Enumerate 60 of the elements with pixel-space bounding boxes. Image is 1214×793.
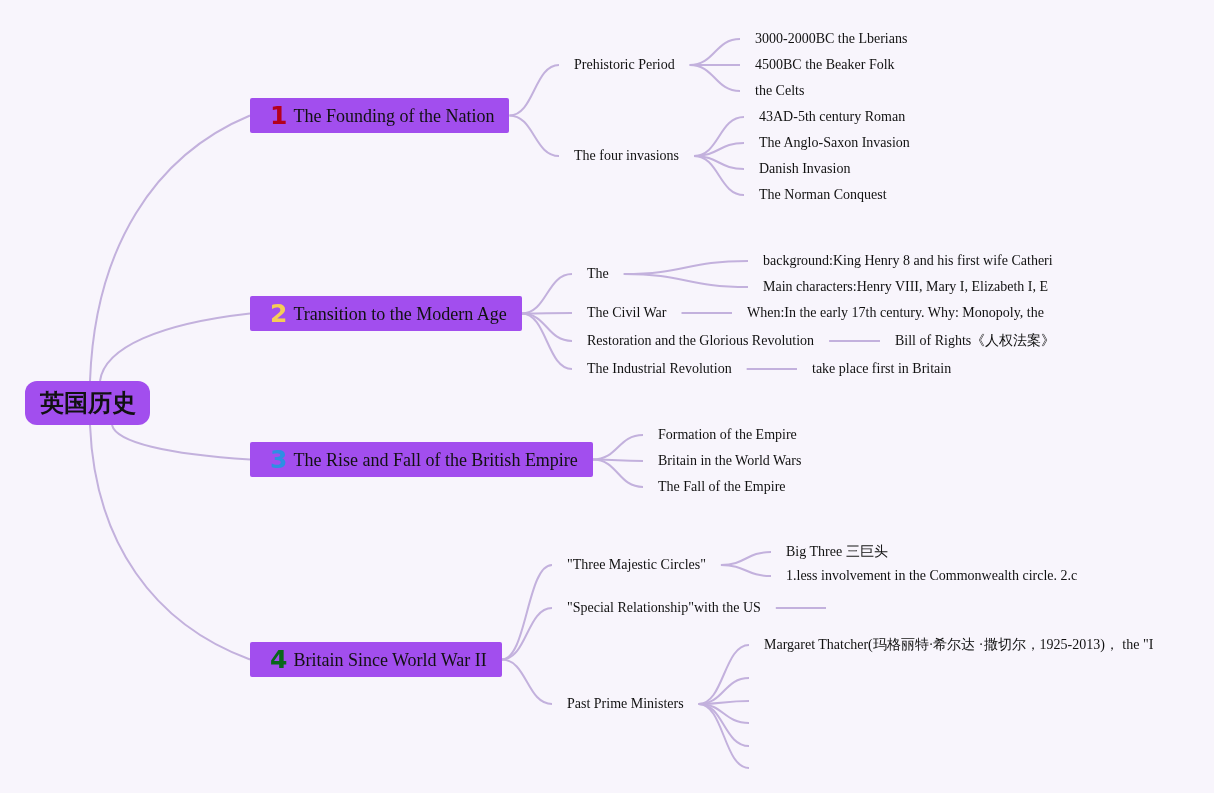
subtopic-label: take place first in Britain (797, 362, 967, 376)
branch-box (250, 642, 502, 677)
branch-line (828, 340, 881, 342)
branch-line (697, 703, 750, 769)
branch-line (520, 312, 573, 370)
subtopic-label: Big Three 三巨头 (771, 545, 903, 559)
subtopic-label: The Norman Conquest (744, 188, 902, 202)
number-marker: 4 (270, 644, 288, 675)
branch-title: Britain Since World War II (293, 648, 487, 672)
central-topic: 英国历史 (25, 381, 150, 425)
subtopic-label: "Three Majestic Circles" (552, 558, 721, 572)
branch-line (99, 312, 251, 382)
branch-line (688, 64, 741, 92)
subtopic-label: The (572, 267, 624, 281)
subtopic-label: The Anglo-Saxon Invasion (744, 136, 925, 150)
subtopic-label: The Industrial Revolution (572, 362, 747, 376)
branch-line (591, 434, 644, 461)
branch-line (508, 114, 560, 157)
branch-box (250, 442, 593, 477)
subtopic-label: 4500BC the Beaker Folk (740, 58, 910, 72)
subtopic-label: The Civil War (572, 306, 682, 320)
branch-title: The Rise and Fall of the British Empire (293, 448, 578, 472)
subtopic-label: "Special Relationship"with the US (552, 601, 776, 615)
branch-line (111, 424, 251, 461)
branch-line (89, 114, 251, 382)
subtopic-label: The four invasions (559, 149, 694, 163)
subtopic-label: Formation of the Empire (643, 428, 812, 442)
subtopic-label: background:King Henry 8 and his first wife Catheri (748, 254, 1068, 268)
branch-line (774, 607, 827, 609)
subtopic-label: Britain in the World Wars (643, 454, 817, 468)
subtopic-label: Margaret Thatcher(玛格丽特·希尔达 ·撒切尔，1925-2013)， the "I (749, 638, 1169, 652)
subtopic-label: When:In the early 17th century. Why: Monopoly, the (732, 306, 1059, 320)
number-marker: 2 (270, 298, 288, 329)
branch-title: Transition to the Modern Age (293, 302, 507, 326)
subtopic-label: Main characters:Henry VIII, Mary I, Elizabeth I, E (748, 280, 1064, 294)
subtopic-label: the Celts (740, 84, 820, 98)
subtopic-label: Bill of Rights《人权法案》 (880, 334, 1071, 348)
subtopic-label: 3000-2000BC the Lberians (740, 32, 923, 46)
branch-line (719, 564, 772, 577)
number-marker: 1 (270, 100, 288, 131)
branch-line (89, 424, 251, 661)
branch-line (591, 458, 644, 488)
branch-title: The Founding of the Nation (293, 104, 495, 128)
branch-line (745, 368, 798, 370)
subtopic-label: 1.less involvement in the Commonwealth circle. 2.c (771, 569, 1093, 583)
branch-line (508, 64, 560, 117)
branch-line (680, 312, 733, 314)
number-marker: 3 (270, 444, 288, 475)
subtopic-label: Restoration and the Glorious Revolution (572, 334, 830, 348)
branch-line (500, 607, 553, 661)
subtopic-label: 43AD-5th century Roman (744, 110, 921, 124)
branch-line (500, 658, 553, 705)
subtopic-label: The Fall of the Empire (643, 480, 801, 494)
subtopic-label: Prehistoric Period (559, 58, 690, 72)
branch-box (250, 296, 522, 331)
branch-line (622, 273, 749, 288)
branch-box (250, 98, 510, 133)
subtopic-label: Past Prime Ministers (552, 697, 699, 711)
branch-line (693, 155, 745, 196)
subtopic-label: Danish Invasion (744, 162, 866, 176)
